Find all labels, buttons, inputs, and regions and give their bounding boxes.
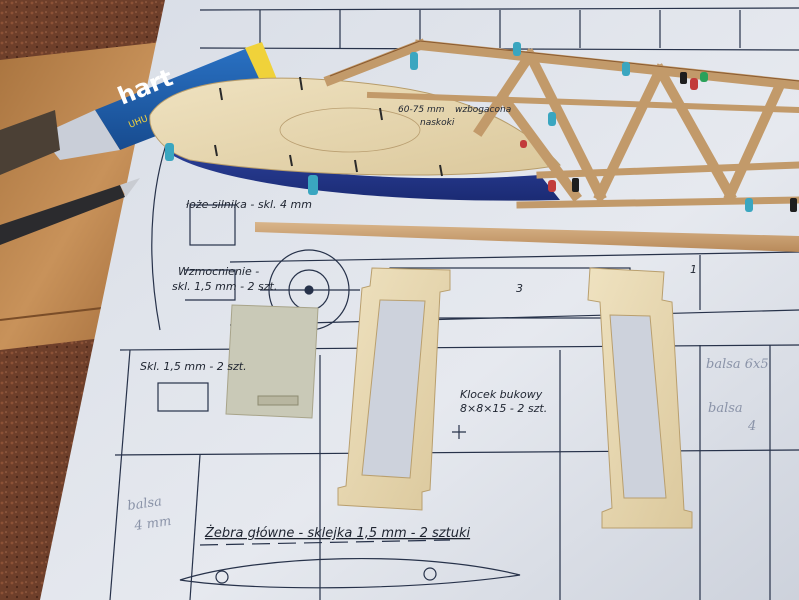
- label-plywood: Skl. 1,5 mm - 2 szt.: [140, 360, 247, 373]
- plywood-frame-left: [337, 267, 451, 511]
- label-reinforcement-1: Wzmocnienie -: [178, 265, 259, 278]
- label-dim-top: 60-75 mm: [398, 105, 445, 115]
- label-scribble-top-2: naskoki: [420, 118, 455, 128]
- label-number-3: 3: [516, 282, 523, 295]
- label-beech-block-2: 8×8×15 - 2 szt.: [460, 402, 547, 415]
- balsa-stick: [255, 222, 799, 252]
- knife-tool: [0, 110, 140, 245]
- label-reinforcement-2: skl. 1,5 mm - 2 szt.: [172, 280, 277, 293]
- label-beech-block-1: Klocek bukowy: [460, 388, 543, 401]
- pencil-note-right-1: balsa 6x5: [706, 357, 769, 372]
- pencil-note-left-2: 4 mm: [132, 514, 172, 534]
- label-main-ribs: Żebra główne - sklejka 1,5 mm - 2 sztuki: [204, 525, 470, 541]
- label-number-1: 1: [690, 263, 697, 276]
- fuselage-side-panel: [149, 76, 561, 201]
- pencil-note-left-1: balsa: [126, 494, 162, 514]
- pins: [165, 42, 797, 212]
- plywood-small-plate: [225, 304, 319, 419]
- label-engine-mount: łoże silnika - skl. 4 mm: [186, 198, 312, 211]
- pencil-note-right-3: 4: [747, 419, 756, 434]
- balsa-truss: [323, 38, 799, 209]
- label-scribble-top: wzbogacona: [455, 105, 511, 115]
- plywood-frame-right: [587, 267, 693, 529]
- pencil-note-right-2: balsa: [708, 401, 743, 416]
